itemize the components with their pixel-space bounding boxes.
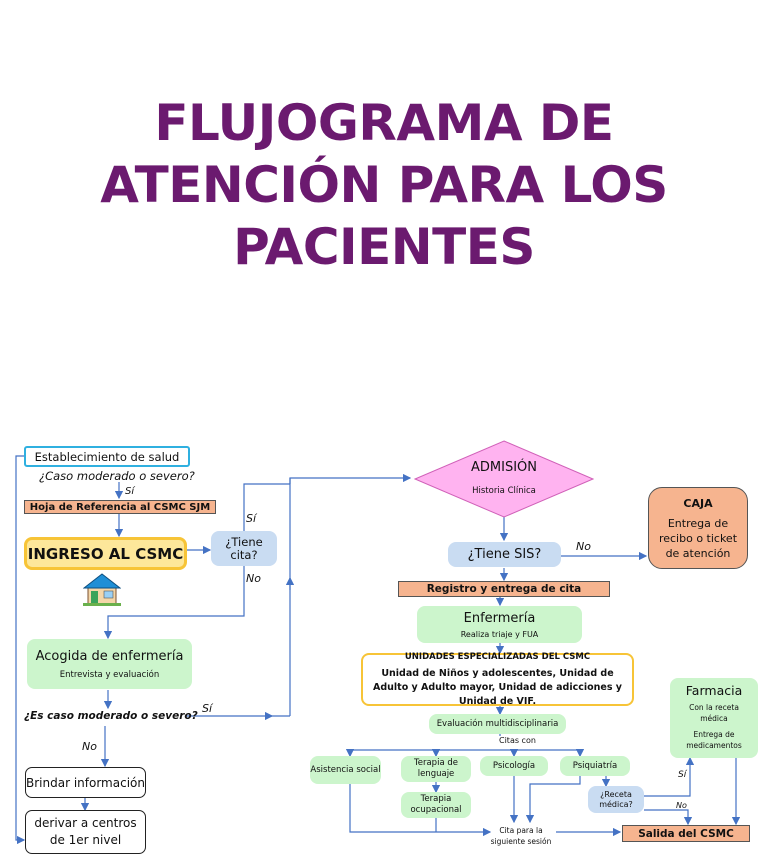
salida-label: Salida del CSMC	[638, 827, 734, 840]
unidades-box: UNIDADES ESPECIALIZADAS DEL CSMC Unidad …	[361, 652, 634, 707]
es-caso-label: ¿Es caso moderado o severo?	[24, 710, 198, 722]
farmacia-title: Farmacia	[685, 683, 743, 698]
unidades-title: UNIDADES ESPECIALIZADAS DEL CSMC	[404, 652, 591, 662]
terapia-ocupacional-box: Terapia ocupacional	[401, 792, 471, 818]
caja-body: Entrega de recibo o ticket de atención	[658, 516, 738, 560]
terapia-lenguaje-label: Terapia de lenguaje	[414, 758, 458, 779]
terapia-ocupacional-label: Terapia ocupacional	[410, 794, 462, 815]
asistencia-label: Asistencia social	[310, 764, 381, 775]
title-line-1: FLUJOGRAMA DE	[154, 94, 614, 152]
title-line-2: ATENCIÓN PARA LOS	[100, 156, 668, 214]
admision-title: ADMISIÓN	[471, 460, 537, 475]
citas-con-label: Citas con	[497, 736, 538, 745]
caja-box: CAJA Entrega de recibo o ticket de atenc…	[648, 487, 748, 569]
title-line-3: PACIENTES	[233, 218, 535, 276]
si-top-label: Sí	[125, 486, 135, 497]
house-icon	[82, 572, 122, 606]
registro-box: Registro y entrega de cita	[398, 581, 610, 597]
establecimiento-box: Establecimiento de salud	[24, 446, 190, 467]
enfermeria-box: Enfermería Realiza triaje y FUA	[417, 606, 582, 643]
evaluacion-label: Evaluación multidisciplinaria	[436, 719, 559, 729]
no-cita-label: No	[246, 572, 261, 585]
tiene-sis-label: ¿Tiene SIS?	[467, 547, 542, 562]
no-receta-label: No	[676, 801, 687, 810]
admision-decision: ADMISIÓN Historia Clínica	[414, 440, 594, 518]
terapia-lenguaje-box: Terapia de lenguaje	[401, 756, 471, 782]
ingreso-label: INGRESO AL CSMC	[27, 544, 184, 563]
psiquiatria-label: Psiquiatría	[572, 761, 618, 771]
tiene-sis-decision: ¿Tiene SIS?	[448, 542, 561, 567]
establecimiento-label: Establecimiento de salud	[34, 449, 180, 464]
no-sis-label: No	[576, 540, 591, 553]
brindar-label: Brindar información	[26, 775, 145, 790]
si-cita-label: Sí	[246, 512, 257, 525]
enfermeria-title: Enfermería	[463, 610, 536, 626]
registro-label: Registro y entrega de cita	[426, 583, 582, 595]
hoja-referencia-label: Hoja de Referencia al CSMC SJM	[29, 501, 211, 513]
admision-sub: Historia Clínica	[472, 486, 536, 496]
acogida-title: Acogida de enfermería	[35, 648, 184, 664]
caso-moderado-top: ¿Caso moderado o severo?	[39, 469, 195, 483]
receta-decision: ¿Receta médica?	[588, 786, 644, 813]
receta-label: ¿Receta médica?	[599, 789, 633, 809]
derivar-box: derivar a centros de 1er nivel	[25, 810, 146, 854]
acogida-box: Acogida de enfermería Entrevista y evalu…	[27, 639, 192, 689]
caja-title: CAJA	[683, 496, 713, 510]
evaluacion-box: Evaluación multidisciplinaria	[429, 714, 566, 734]
farmacia-box: Farmacia Con la receta médica Entrega de…	[670, 678, 758, 758]
psicologia-box: Psicología	[480, 756, 548, 776]
page-title: FLUJOGRAMA DE ATENCIÓN PARA LOS PACIENTE…	[0, 92, 768, 278]
psicologia-label: Psicología	[492, 761, 536, 771]
enfermeria-sub: Realiza triaje y FUA	[460, 629, 539, 639]
ingreso-box: INGRESO AL CSMC	[24, 537, 187, 570]
hoja-referencia-box: Hoja de Referencia al CSMC SJM	[24, 500, 216, 514]
cita-sesion-label: Cita para la siguiente sesión	[490, 826, 552, 846]
psiquiatria-box: Psiquiatría	[560, 756, 630, 776]
acogida-sub: Entrevista y evaluación	[59, 669, 160, 680]
no-caso-label: No	[82, 740, 97, 753]
unidades-body: Unidad de Niños y adolescentes, Unidad d…	[372, 668, 622, 707]
farmacia-sub2: Entrega de medicamentos	[686, 730, 742, 750]
farmacia-sub1: Con la receta médica	[689, 703, 739, 723]
si-receta-label: Sí	[678, 770, 687, 780]
tiene-cita-label: ¿Tiene cita?	[225, 534, 263, 562]
derivar-label: derivar a centros de 1er nivel	[34, 816, 137, 847]
brindar-box: Brindar información	[25, 767, 146, 798]
asistencia-box: Asistencia social	[310, 756, 381, 784]
tiene-cita-decision: ¿Tiene cita?	[211, 531, 277, 566]
salida-box: Salida del CSMC	[622, 825, 750, 842]
si-caso-label: Sí	[202, 702, 213, 715]
